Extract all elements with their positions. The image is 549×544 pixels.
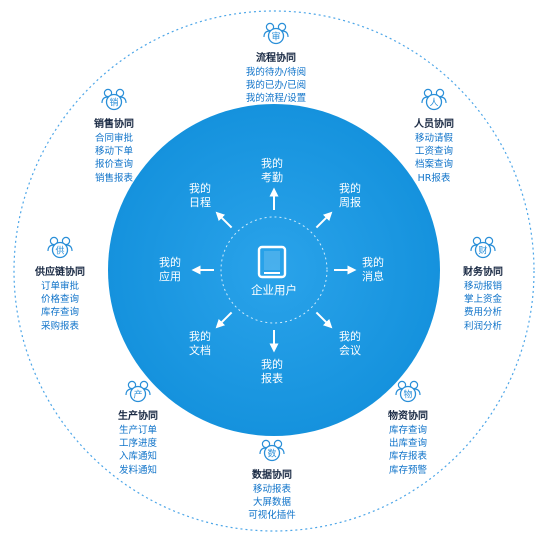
module-renyuan[interactable]: 人 人员协同 移动请假 工资查询 档案查询 HR报表 <box>374 86 494 185</box>
module-gongying[interactable]: 供 供应链协同 订单审批 价格查询 库存查询 采购报表 <box>0 234 120 333</box>
inner-item-richeng[interactable]: 我的日程 <box>170 182 230 210</box>
module-xiaoshou[interactable]: 销 销售协同 合同审批 移动下单 报价查询 销售报表 <box>54 86 174 185</box>
arrow-zhoubao <box>315 211 333 229</box>
inner-item-line: 日程 <box>189 196 211 209</box>
inner-item-line: 周报 <box>339 196 361 209</box>
user-group-icon: 数 <box>212 437 332 467</box>
module-item[interactable]: 可视化插件 <box>248 510 296 522</box>
inner-item-yingyong[interactable]: 我的应用 <box>140 256 200 284</box>
module-liucheng[interactable]: 审 流程协同 我的待办/待阅 我的已办/已阅 我的流程/设置 <box>216 20 336 106</box>
outer-dashed-ring <box>13 10 535 532</box>
module-item[interactable]: 生产订单 <box>118 425 157 436</box>
module-item[interactable]: 入库通知 <box>118 451 157 463</box>
module-item[interactable]: 库存查询 <box>40 307 79 319</box>
inner-item-line: 考勤 <box>261 171 283 184</box>
module-title: 物资协同 <box>388 411 428 422</box>
module-shengchan[interactable]: 产 生产协同 生产订单 工序进度 入库通知 发料通知 <box>78 378 198 477</box>
inner-item-line: 应用 <box>159 270 181 283</box>
module-title: 供应链协同 <box>35 267 85 278</box>
inner-item-line: 会议 <box>339 344 361 357</box>
module-item[interactable]: 我的已办/已阅 <box>245 80 307 92</box>
module-item[interactable]: 采购报表 <box>40 320 79 332</box>
module-title: 财务协同 <box>463 267 503 278</box>
module-item[interactable]: 利润分析 <box>463 320 502 332</box>
module-item[interactable]: 档案查询 <box>414 159 453 171</box>
inner-item-zhoubao[interactable]: 我的周报 <box>320 182 380 210</box>
module-item[interactable]: 价格查询 <box>40 294 79 306</box>
module-item[interactable]: 出库查询 <box>388 438 427 450</box>
module-caiwu[interactable]: 财 财务协同 移动报销 掌上资金 费用分析 利润分析 <box>423 234 543 333</box>
inner-item-kaoqin[interactable]: 我的考勤 <box>242 157 302 185</box>
inner-item-line: 我的 <box>189 330 211 343</box>
arrow-huiyi <box>315 311 333 329</box>
module-item[interactable]: 工资查询 <box>414 146 453 158</box>
arrows <box>191 187 357 353</box>
module-item[interactable]: 大屏数据 <box>252 497 291 509</box>
inner-item-huiyi[interactable]: 我的会议 <box>320 330 380 358</box>
module-title: 人员协同 <box>414 119 454 130</box>
arrow-wendang <box>215 311 233 329</box>
icon-badge-glyph: 销 <box>109 97 118 109</box>
icon-badge-glyph: 供 <box>55 245 64 257</box>
module-shuju[interactable]: 数 数据协同 移动报表 大屏数据 可视化插件 <box>212 437 332 523</box>
module-item[interactable]: 移动报销 <box>463 281 502 292</box>
module-item[interactable]: 移动报表 <box>252 484 291 495</box>
inner-item-baobiao[interactable]: 我的报表 <box>242 358 302 386</box>
center-label: 企业用户 <box>251 283 297 297</box>
inner-item-line: 消息 <box>362 270 384 283</box>
inner-item-line: 我的 <box>339 330 361 343</box>
module-item[interactable]: 发料通知 <box>118 464 157 476</box>
module-title: 销售协同 <box>94 119 134 130</box>
inner-item-line: 报表 <box>261 372 283 385</box>
module-item[interactable]: 工序进度 <box>118 438 157 450</box>
tablet-icon <box>257 245 287 279</box>
module-title: 流程协同 <box>256 53 296 64</box>
module-item[interactable]: 报价查询 <box>94 159 133 171</box>
inner-item-line: 我的 <box>189 182 211 195</box>
inner-item-line: 我的 <box>261 157 283 170</box>
icon-badge-glyph: 财 <box>478 245 487 257</box>
inner-dashed-ring <box>220 216 328 324</box>
icon-badge-glyph: 物 <box>403 389 412 401</box>
module-item[interactable]: 费用分析 <box>463 307 502 319</box>
module-item[interactable]: 移动下单 <box>94 146 133 158</box>
module-title: 生产协同 <box>118 411 158 422</box>
module-item[interactable]: 销售报表 <box>94 172 133 184</box>
module-item[interactable]: 我的待办/待阅 <box>245 67 307 78</box>
module-item[interactable]: 合同审批 <box>94 133 133 144</box>
user-group-icon: 物 <box>348 378 468 408</box>
inner-item-line: 我的 <box>261 358 283 371</box>
inner-item-line: 我的 <box>339 182 361 195</box>
icon-badge-glyph: 审 <box>271 31 280 43</box>
arrow-richeng <box>215 211 233 229</box>
module-wuzi[interactable]: 物 物资协同 库存查询 出库查询 库存报表 库存预警 <box>348 378 468 477</box>
icon-badge-glyph: 产 <box>133 389 142 401</box>
user-group-icon: 产 <box>78 378 198 408</box>
module-item[interactable]: 库存报表 <box>388 451 427 463</box>
icon-badge-glyph: 数 <box>267 448 276 460</box>
inner-item-wendang[interactable]: 我的文档 <box>170 330 230 358</box>
module-item[interactable]: 库存预警 <box>388 464 427 476</box>
user-group-icon: 供 <box>0 234 120 264</box>
module-item[interactable]: 库存查询 <box>388 425 427 436</box>
inner-item-line: 文档 <box>189 344 211 357</box>
inner-item-line: 我的 <box>159 256 181 269</box>
icon-badge-glyph: 人 <box>429 98 438 109</box>
module-item[interactable]: HR报表 <box>417 172 451 184</box>
user-group-icon: 销 <box>54 86 174 116</box>
main-circle <box>108 104 440 436</box>
module-item[interactable]: 移动请假 <box>414 133 453 144</box>
module-item[interactable]: 订单审批 <box>40 281 79 292</box>
inner-item-xiaoxi[interactable]: 我的消息 <box>343 256 403 284</box>
user-group-icon: 财 <box>423 234 543 264</box>
module-title: 数据协同 <box>252 470 292 481</box>
user-group-icon: 人 <box>374 86 494 116</box>
inner-item-line: 我的 <box>362 256 384 269</box>
module-item[interactable]: 掌上资金 <box>463 294 502 306</box>
user-group-icon: 审 <box>216 20 336 50</box>
module-item[interactable]: 我的流程/设置 <box>245 93 307 105</box>
